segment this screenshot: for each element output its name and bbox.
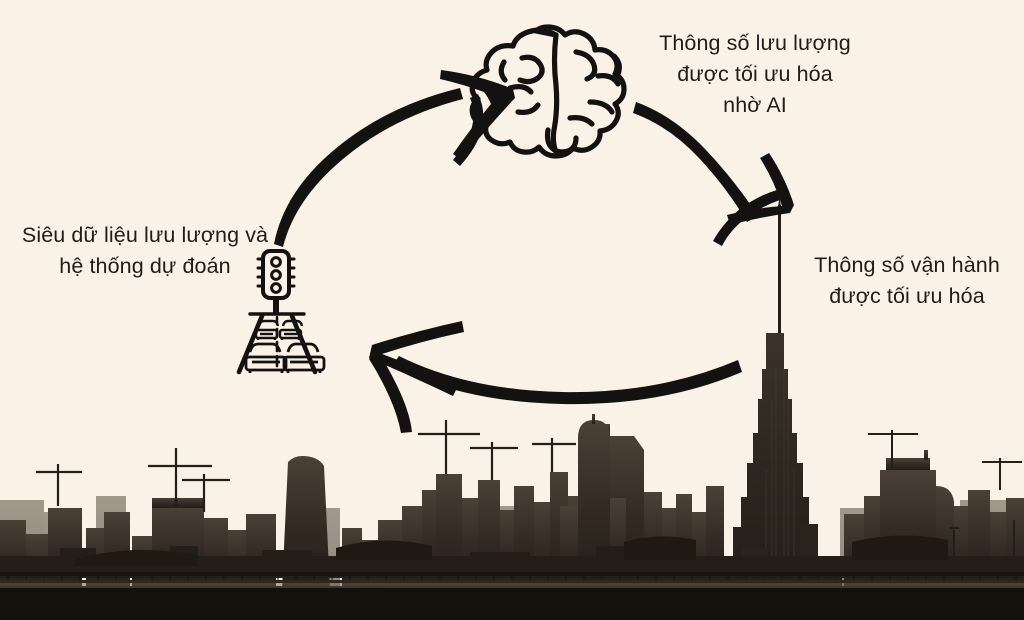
traffic-light-road-cars-icon [236,249,326,375]
label-brain-traffic-params: Thông số lưu lượng được tối ưu hóa nhờ A… [659,31,851,117]
label-operations-params: Thông số vận hành được tối ưu hóa [814,253,1000,308]
traffic-light-pole [273,298,279,314]
car-far-right [278,319,304,340]
arrow-brain-to-operations [633,102,794,246]
arrow-operations-to-data [369,321,742,433]
arrow-data-to-brain [274,70,515,247]
car-far-left [254,319,280,340]
car-near-right [282,342,326,373]
car-near-left [244,342,288,373]
brain-icon [469,24,627,159]
label-traffic-bigdata-prediction: Siêu dữ liệu lưu lượng và hệ thống dự đo… [21,223,269,278]
